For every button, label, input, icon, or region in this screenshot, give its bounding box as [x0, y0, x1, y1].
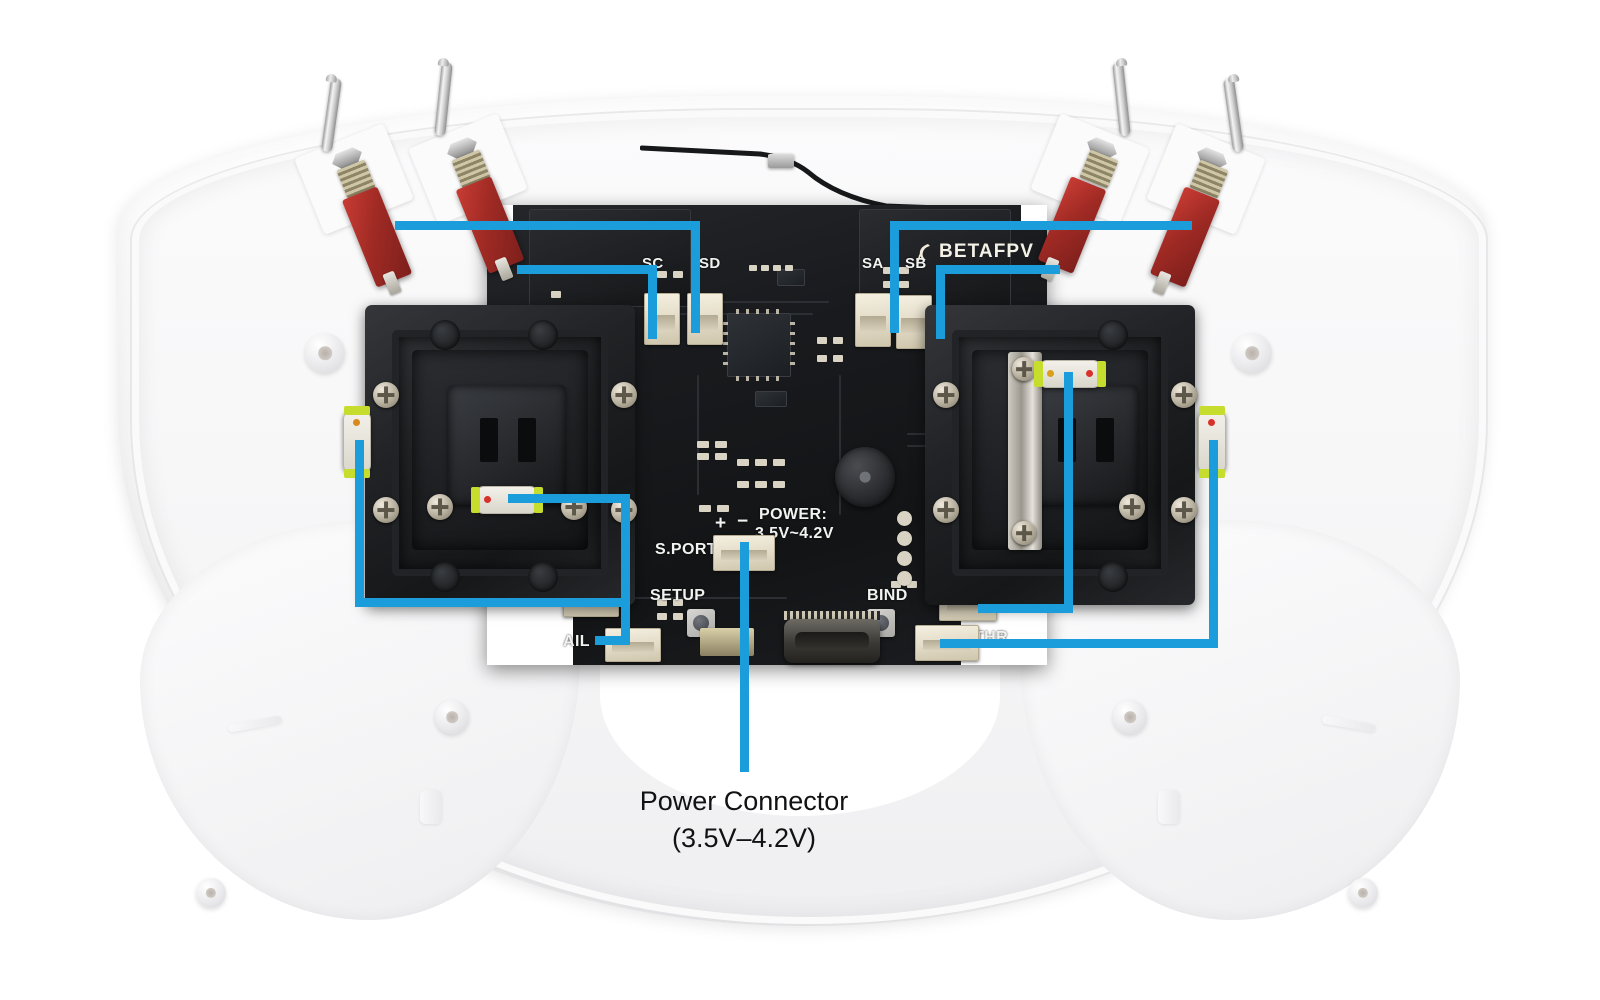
- gimbal-screw: [373, 497, 399, 523]
- leader-ail-tail: [595, 636, 630, 645]
- usb-c-pins: [784, 611, 880, 620]
- right-stick-slot: [1096, 418, 1114, 462]
- buzzer: [835, 447, 895, 507]
- callout-title: Power Connector: [639, 786, 849, 816]
- connector-sa[interactable]: [855, 293, 891, 347]
- left-stick-slot: [480, 418, 498, 462]
- leader-thr-vertical: [1209, 440, 1218, 644]
- usb-c-port[interactable]: [784, 619, 880, 663]
- silk-label-power: POWER:: [759, 506, 828, 523]
- gimbal-post: [430, 320, 460, 350]
- left-stick-cup[interactable]: [448, 385, 566, 505]
- leader-sd-horizontal: [517, 265, 656, 274]
- right-gimbal-frame: [952, 330, 1168, 576]
- silk-label-bind: BIND: [867, 587, 908, 604]
- screw-boss: [1232, 333, 1272, 373]
- antenna-wire: [639, 142, 943, 212]
- leader-sb-horizontal: [936, 265, 1060, 274]
- gimbal-screw: [933, 497, 959, 523]
- gimbal-screw: [1171, 497, 1197, 523]
- leader-ele-vertical: [355, 440, 364, 607]
- connector-ail[interactable]: [605, 628, 661, 662]
- silk-label-sa: SA: [862, 255, 884, 272]
- gimbal-screw: [373, 382, 399, 408]
- small-ic: [777, 269, 805, 286]
- left-gimbal-frame: [392, 330, 608, 576]
- brand-name: BETAFPV: [939, 241, 1034, 262]
- crystal: [755, 391, 787, 407]
- gimbal-screw: [933, 382, 959, 408]
- silk-label-sb: SB: [905, 255, 927, 272]
- silk-label-plus: +: [715, 513, 727, 534]
- gimbal-screw: [1171, 382, 1197, 408]
- brand-logo: BETAFPV: [917, 241, 1034, 263]
- leader-power-connector: [740, 542, 749, 772]
- silk-label-setup: SETUP: [650, 587, 706, 604]
- screw-boss: [305, 333, 345, 373]
- betafpv-feather-icon: [917, 243, 930, 262]
- screw-boss: [1113, 700, 1147, 734]
- silk-label-sport: S.PORT: [655, 541, 717, 558]
- leader-rud-vertical: [1064, 372, 1073, 612]
- right-stick-cup[interactable]: [1028, 385, 1138, 505]
- leader-ele-horizontal: [355, 598, 627, 607]
- screw-boss: [1348, 878, 1378, 908]
- gimbal-screw: [611, 382, 637, 408]
- leader-sd-vertical: [648, 265, 657, 339]
- leader-sa-horizontal: [890, 221, 1192, 230]
- callout-subtitle: (3.5V–4.2V): [671, 823, 817, 853]
- gimbal-screw: [1119, 494, 1145, 520]
- gimbal-post: [528, 320, 558, 350]
- leader-ail-horizontal: [508, 494, 630, 503]
- gimbal-screw: [1012, 521, 1036, 545]
- callout-caption: Power Connector (3.5V–4.2V): [544, 783, 944, 857]
- leader-rud-horizontal: [978, 604, 1073, 613]
- left-stick-slot: [518, 418, 536, 462]
- silk-label-minus: −: [737, 511, 749, 532]
- shell-rib: [1158, 790, 1180, 824]
- gimbal-post: [528, 562, 558, 592]
- gimbal-post: [1098, 320, 1128, 350]
- screw-boss: [435, 700, 469, 734]
- leader-sa-vertical: [890, 221, 899, 333]
- screw-boss: [196, 878, 226, 908]
- silk-label-ail: AIL: [563, 633, 590, 650]
- leader-sb-vertical: [936, 265, 945, 339]
- leader-sc-vertical: [691, 221, 700, 333]
- leader-sc-horizontal: [395, 221, 700, 230]
- leader-ail-vertical: [621, 494, 630, 644]
- gimbal-post: [1098, 562, 1128, 592]
- silk-label-sd: SD: [699, 255, 721, 272]
- gimbal-post: [430, 562, 460, 592]
- leader-thr-horizontal: [940, 639, 1218, 648]
- gimbal-screw: [427, 494, 453, 520]
- antenna-crimp: [768, 154, 794, 168]
- mcu-chip: [723, 309, 795, 381]
- gimbal-screw: [1012, 357, 1036, 381]
- shell-rib: [420, 790, 442, 824]
